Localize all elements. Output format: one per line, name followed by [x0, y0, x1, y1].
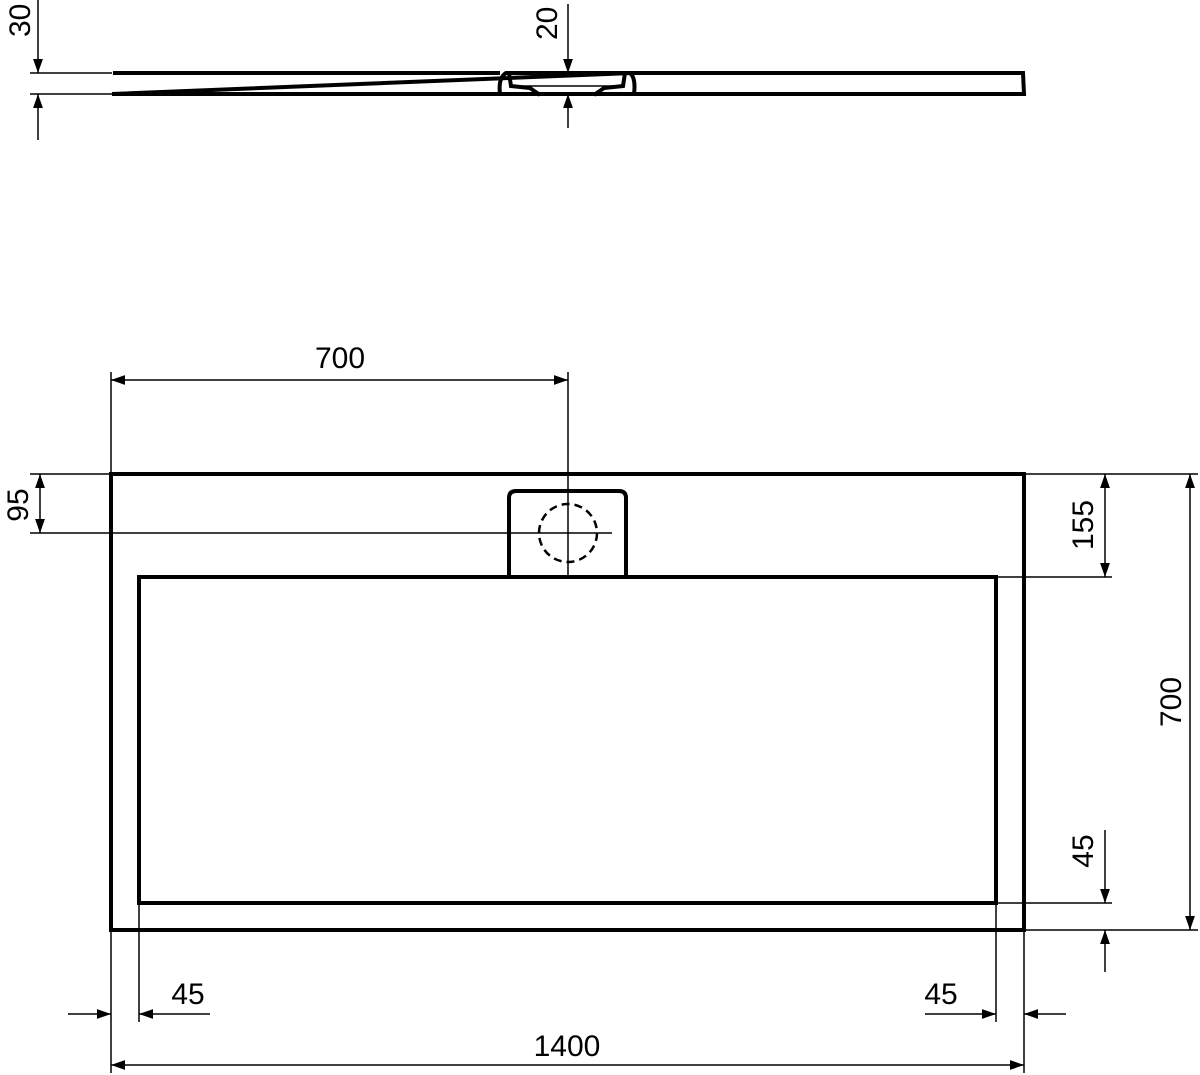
- dim-right-rim: 45: [924, 978, 957, 1011]
- dim-tray-height: 30: [4, 4, 37, 37]
- dim-total-width: 1400: [534, 1030, 601, 1063]
- dim-top-rim: 155: [1067, 500, 1100, 550]
- side-view: 30 20: [4, 0, 1027, 140]
- tray-basin: [137, 575, 998, 905]
- dim-bottom-rim: 45: [1067, 834, 1100, 867]
- plan-view: 700 95 155 700 45 45 45 1400: [2, 342, 1198, 1073]
- dim-drain-offset-y: 95: [2, 488, 35, 521]
- dim-drain-depth: 20: [531, 7, 564, 40]
- dim-total-depth: 700: [1155, 677, 1188, 727]
- dim-drain-offset-x: 700: [315, 342, 365, 375]
- dim-left-rim: 45: [171, 978, 204, 1011]
- tray-profile: [111, 71, 1027, 96]
